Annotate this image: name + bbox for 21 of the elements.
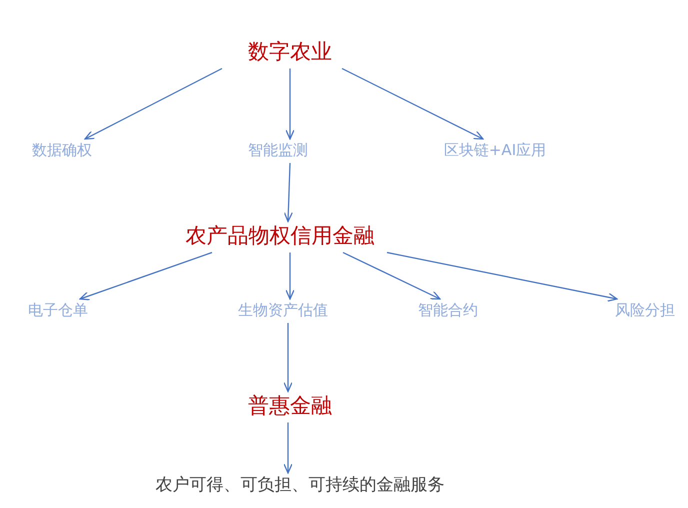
item-label: 电子仓单 (28, 301, 88, 319)
arrow (84, 68, 222, 140)
arrow (285, 252, 295, 300)
arrow (283, 422, 293, 474)
stage-title: 农产品物权信用金融 (186, 223, 374, 249)
arrow (283, 323, 293, 392)
arrow (342, 68, 484, 140)
arrow (386, 252, 618, 302)
item-label: 数据确权 (32, 141, 92, 159)
arrow (285, 68, 295, 140)
arrow (284, 162, 293, 222)
item-label: 风险分担 (615, 301, 675, 319)
outcome-text: 农户可得、可负担、可持续的金融服务 (156, 474, 444, 496)
arrow (342, 252, 441, 300)
item-label: 智能合约 (418, 301, 478, 319)
item-label: 生物资产估值 (238, 301, 328, 319)
stage-title: 普惠金融 (248, 393, 332, 419)
item-label: 智能监测 (248, 141, 308, 159)
arrow (79, 252, 212, 300)
stage-title: 数字农业 (248, 39, 332, 65)
item-label: 区块链+AI应用 (444, 141, 546, 159)
